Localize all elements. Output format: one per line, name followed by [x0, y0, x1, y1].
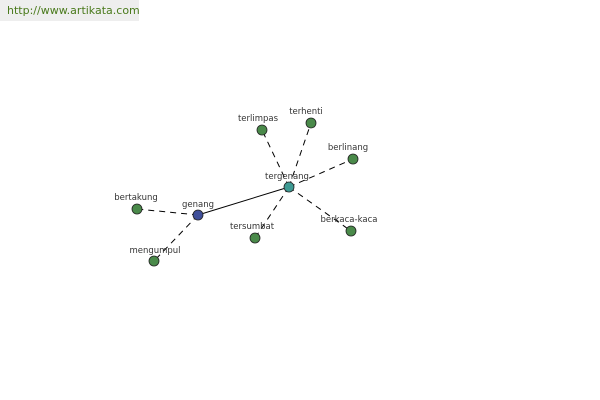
edge-genang-tergenang — [197, 186, 290, 216]
node-mengumpul[interactable] — [148, 255, 160, 267]
node-tergenang[interactable] — [283, 181, 295, 193]
labels-layer: genang tergenang bertakung mengumpul terlimp… — [114, 107, 377, 256]
node-label-genang[interactable]: genang — [182, 200, 214, 210]
node-label-berlinang[interactable]: berlinang — [328, 143, 368, 153]
node-label-tersumbat[interactable]: tersumbat — [230, 222, 275, 232]
node-label-terhenti[interactable]: terhenti — [289, 107, 323, 117]
edge-tergenang-berlinang — [288, 158, 354, 188]
node-tersumbat[interactable] — [249, 232, 261, 244]
source-url-link[interactable]: http://www.artikata.com — [7, 4, 140, 17]
edges-layer — [136, 122, 354, 262]
node-berlinang[interactable] — [347, 153, 359, 165]
edge-tergenang-terhenti — [288, 122, 312, 188]
node-bertakung[interactable] — [131, 203, 143, 215]
nodes-layer — [131, 117, 359, 267]
edge-tergenang-berkaca-kaca — [288, 186, 352, 232]
node-berkaca-kaca[interactable] — [345, 225, 357, 237]
node-label-mengumpul[interactable]: mengumpul — [129, 246, 180, 256]
node-label-tergenang[interactable]: tergenang — [265, 172, 309, 182]
node-terlimpas[interactable] — [256, 124, 268, 136]
url-banner: http://www.artikata.com — [0, 0, 140, 21]
node-terhenti[interactable] — [305, 117, 317, 129]
node-label-terlimpas[interactable]: terlimpas — [238, 114, 279, 124]
node-label-bertakung[interactable]: bertakung — [114, 193, 158, 203]
node-label-berkaca-kaca[interactable]: berkaca-kaca — [321, 215, 378, 225]
node-genang[interactable] — [192, 209, 204, 221]
